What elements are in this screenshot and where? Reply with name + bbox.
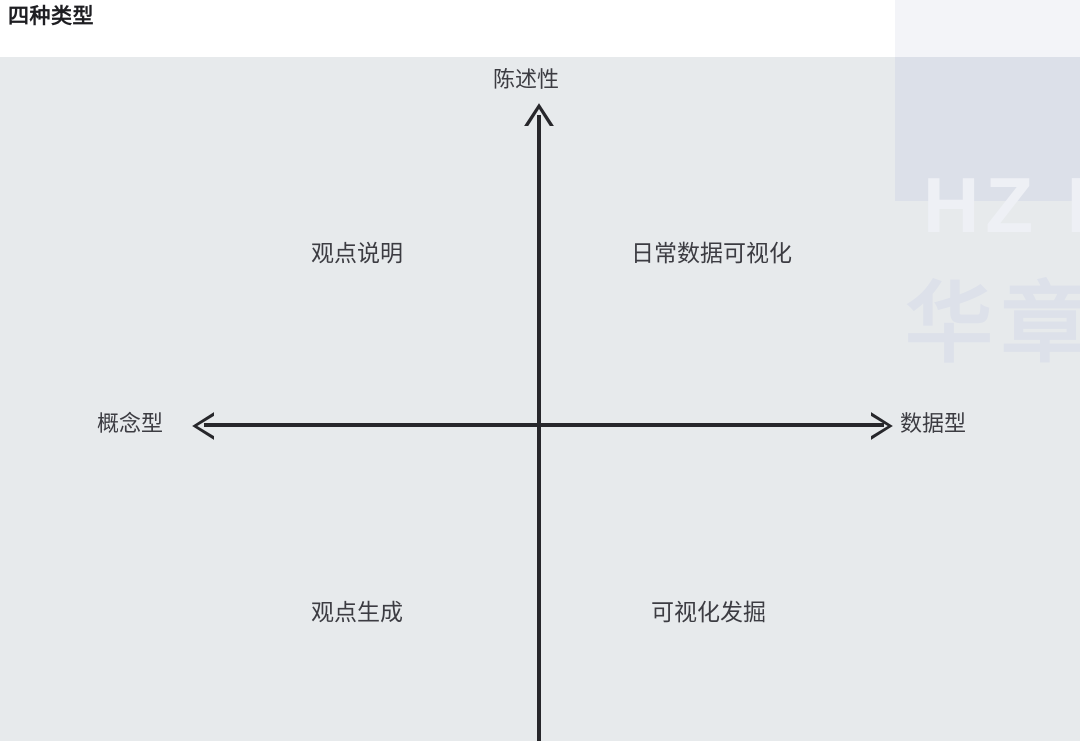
axis-label-horizontal-left: 概念型 bbox=[97, 411, 164, 436]
horizontal-axis-line bbox=[204, 423, 884, 427]
watermark-latin-text: HZ B bbox=[923, 161, 1080, 249]
axis-label-vertical-top: 陈述性 bbox=[493, 67, 560, 92]
axis-label-horizontal-right: 数据型 bbox=[900, 411, 967, 436]
page-title: 四种类型 bbox=[8, 5, 94, 28]
quadrant-chart: HZ B 华章 陈述性 概念型 数据型 观点说明 日常数据可视化 观点生成 可视… bbox=[0, 57, 1080, 741]
quadrant-label-top-left: 观点说明 bbox=[311, 240, 403, 266]
quadrant-label-bottom-right: 可视化发掘 bbox=[651, 599, 766, 625]
quadrant-label-top-right: 日常数据可视化 bbox=[631, 240, 792, 266]
vertical-axis-line bbox=[537, 115, 541, 741]
watermark-block bbox=[895, 57, 1080, 201]
quadrant-label-bottom-left: 观点生成 bbox=[311, 599, 403, 625]
watermark-header-block bbox=[895, 0, 1080, 57]
watermark-cjk-text: 华章 bbox=[905, 274, 1080, 373]
